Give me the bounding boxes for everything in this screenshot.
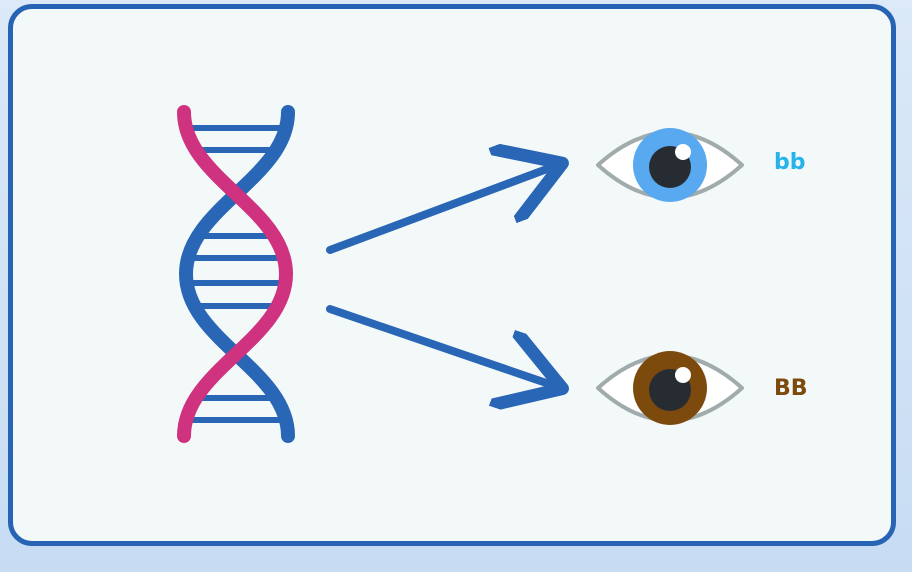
arrow-icon bbox=[326, 305, 555, 386]
eye-highlight bbox=[675, 367, 691, 383]
dna-strand-pink bbox=[177, 105, 294, 443]
eye-highlight bbox=[675, 144, 691, 160]
dna-helix-icon bbox=[177, 105, 295, 443]
genotype-label-bb: bb bbox=[774, 150, 806, 175]
diagram-frame bbox=[8, 4, 896, 546]
genotype-label-BB: BB bbox=[774, 376, 808, 401]
dna-rungs bbox=[190, 125, 282, 423]
arrow-icon bbox=[326, 166, 555, 254]
eye-icon bbox=[596, 128, 744, 202]
dna-strand-blue bbox=[178, 105, 295, 443]
eye-icon bbox=[596, 351, 744, 425]
